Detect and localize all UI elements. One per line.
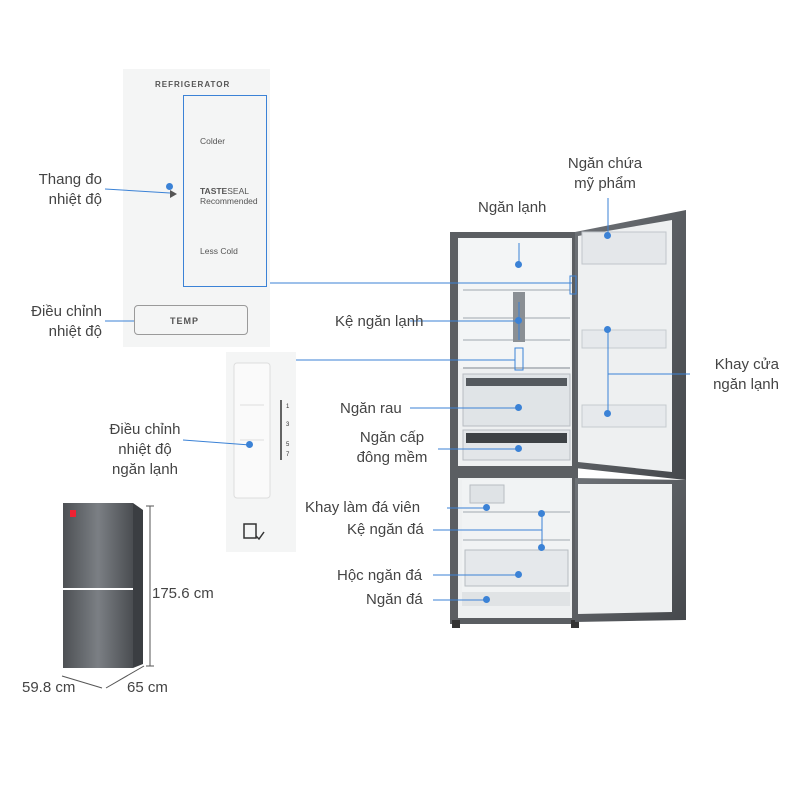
label-line: nhiệt độ xyxy=(48,191,102,208)
label-hoc-ngan-da: Hộc ngăn đá xyxy=(337,567,423,584)
dimension-width: 59.8 cm xyxy=(22,679,76,696)
tasteseal-rest: SEAL xyxy=(227,186,249,196)
label-line: nhiệt độ xyxy=(48,323,102,340)
dial-mark-3: 3 xyxy=(286,422,290,428)
dial-mark-7: 7 xyxy=(286,452,290,458)
fridge-compartment-dot xyxy=(515,261,522,268)
fridge-thumbnail xyxy=(63,503,143,668)
colder-text: Colder xyxy=(200,136,226,146)
freezer-compartment-dot xyxy=(483,596,490,603)
tasteseal-text: TASTESEAL xyxy=(200,186,249,196)
freezer-shelf-dot-top xyxy=(538,510,545,517)
less-cold-text: Less Cold xyxy=(200,246,238,256)
freezer-drawer-dot xyxy=(515,571,522,578)
label-ke-ngan-lanh: Kệ ngăn lạnh xyxy=(335,313,424,330)
leader-lines xyxy=(104,188,690,601)
fridge-doors xyxy=(575,210,686,622)
scale-dot xyxy=(166,183,173,190)
door-tray-dot-top xyxy=(604,326,611,333)
dimension-lines xyxy=(61,505,154,689)
label-line: Thang đo xyxy=(38,171,102,188)
door-tray-dot-bottom xyxy=(604,410,611,417)
dimension-depth: 65 cm xyxy=(127,679,168,696)
label-ngan-cap-dong: Ngăn cấp đông mềm xyxy=(347,428,437,468)
control-panel xyxy=(123,69,270,347)
ice-tray-dot xyxy=(483,504,490,511)
temp-button-label: TEMP xyxy=(170,316,200,326)
dial-control xyxy=(233,362,282,541)
label-line: mỹ phẩm xyxy=(574,175,636,192)
temp-button[interactable] xyxy=(134,305,248,335)
label-ngan-chua-my-pham: Ngăn chứa mỹ phẩm xyxy=(555,154,655,194)
label-ngan-da: Ngăn đá xyxy=(366,591,423,608)
cosmetic-compartment-dot xyxy=(604,232,611,239)
label-ke-ngan-da: Kệ ngăn đá xyxy=(347,521,424,538)
label-khay-cua: Khay cửa ngăn lạnh xyxy=(713,355,779,395)
dial-mark-5: 5 xyxy=(286,442,290,448)
temperature-scale-highlight xyxy=(183,95,267,287)
label-line: Khay cửa xyxy=(714,356,779,373)
label-line: Điều chỉnh xyxy=(109,421,181,438)
label-dieu-chinh: Điều chỉnh nhiệt độ xyxy=(31,302,102,342)
label-line: nhiệt độ xyxy=(118,441,172,458)
label-thang-do: Thang đo nhiệt độ xyxy=(39,170,102,210)
dimension-height: 175.6 cm xyxy=(152,585,214,602)
crisper-dot xyxy=(515,404,522,411)
label-khay-lam-da: Khay làm đá viên xyxy=(305,499,421,516)
freezer-shelf-dot-bottom xyxy=(538,544,545,551)
pointer-arrow-icon xyxy=(170,190,177,198)
label-ngan-rau: Ngăn rau xyxy=(340,400,402,417)
shelf-dot xyxy=(515,317,522,324)
label-line: ngăn lạnh xyxy=(713,376,779,393)
label-line: Điều chỉnh xyxy=(31,303,102,320)
recommended-text: Recommended xyxy=(200,196,258,206)
panel-title: REFRIGERATOR xyxy=(155,80,231,89)
label-line: Ngăn chứa xyxy=(567,155,643,172)
label-line: đông mềm xyxy=(356,449,428,466)
dial-dot xyxy=(246,441,253,448)
soft-freeze-dot xyxy=(515,445,522,452)
tasteseal-bold: TASTE xyxy=(200,186,228,196)
label-ngan-lanh: Ngăn lạnh xyxy=(478,199,547,216)
dial-mark-1: 1 xyxy=(286,404,290,410)
label-line: ngăn lạnh xyxy=(112,461,178,478)
label-line: Ngăn cấp xyxy=(359,429,425,446)
label-dieu-chinh-ngan-lanh: Điều chỉnh nhiệt độ ngăn lạnh xyxy=(100,420,190,480)
fridge-main xyxy=(450,232,579,628)
